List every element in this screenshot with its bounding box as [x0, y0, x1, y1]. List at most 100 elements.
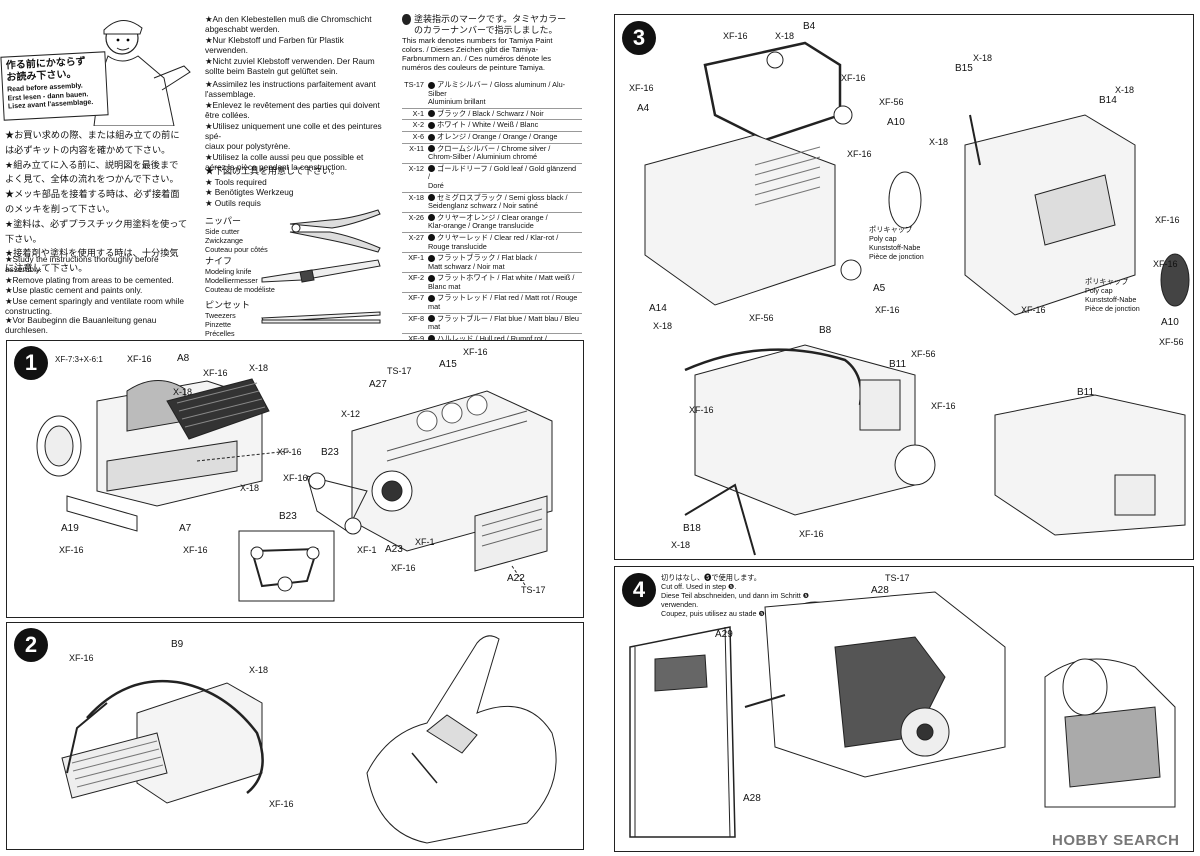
part-label: B11	[889, 359, 907, 370]
paint-label: X-18	[671, 540, 691, 550]
part-label: A28	[743, 793, 761, 804]
part-label: A29	[715, 629, 733, 640]
paint-code: XF-7	[402, 292, 426, 314]
paint-code: X-12	[402, 163, 426, 193]
paint-name-text: クロームシルバー / Chrome silver / Chrom-Silber …	[428, 143, 551, 162]
polycap-note: ポリキャップ Poly cap Kunststoff-Nabe Pièce de…	[869, 225, 924, 261]
paint-label: XF-16	[847, 149, 872, 159]
paint-code: XF-2	[402, 272, 426, 294]
paint-label: XF-16	[127, 354, 152, 364]
sign-en: Read before assembly. Erst lesen - dann …	[6, 82, 94, 111]
part-label: A15	[439, 359, 457, 370]
part-label: B9	[171, 639, 184, 650]
step-3-drawing	[644, 41, 1190, 556]
paint-mark-icon	[428, 110, 435, 118]
paint-label: TS-17	[387, 366, 412, 376]
paint-name: フラットブルー / Flat blue / Matt blau / Bleu m…	[426, 313, 582, 334]
paint-label: XF-1	[415, 537, 435, 547]
paint-label: TS-17	[885, 573, 910, 583]
step-number: 3	[622, 21, 656, 55]
step-2-drawing	[61, 635, 557, 844]
paint-label: XF-56	[749, 313, 774, 323]
paint-code: XF-8	[402, 313, 426, 334]
paint-code: TS-17	[402, 80, 426, 109]
paint-intro-en: This mark denotes numbers for Tamiya Pai…	[402, 36, 553, 72]
paint-label: XF-16	[931, 401, 956, 411]
paint-mark-icon	[428, 194, 435, 202]
paint-name-text: ホワイト / White / Weiß / Blanc	[437, 120, 539, 130]
paint-label: XF-16	[183, 545, 208, 555]
tool-jp: ニッパー	[205, 216, 242, 226]
paint-label: XF-16	[203, 368, 228, 378]
paint-name: ホワイト / White / Weiß / Blanc	[426, 119, 582, 132]
paint-label: X-18	[249, 665, 269, 675]
part-label: B8	[819, 325, 832, 336]
paint-label: XF-16	[1021, 305, 1046, 315]
step-number: 2	[14, 628, 48, 662]
paint-name-text: ブラック / Black / Schwarz / Noir	[437, 108, 544, 118]
paint-intro-jp: 塗装指示のマークです。タミヤカラー のカラーナンバーで指示しました。	[414, 14, 567, 35]
paint-label: XF-16	[69, 653, 94, 663]
intro-en: ★Study the instructions thoroughly befor…	[5, 254, 184, 317]
step-4-drawing	[629, 591, 1176, 838]
paint-name-text: クリヤーレッド / Clear red / Klar-rot / Rouge t…	[428, 232, 559, 251]
paint-label: XF-16	[277, 447, 302, 457]
paint-label: XF-16	[841, 73, 866, 83]
step-4-panel: 4 切りはなし、❺で使用します。 Cut off. Used in step ❺…	[614, 566, 1194, 852]
paint-code: XF-1	[402, 252, 426, 274]
paint-label: X-18	[249, 363, 269, 373]
intro-de-last: ★Vor Baubeginn die Bauanleitung genau du…	[5, 315, 157, 336]
part-label: A22	[507, 573, 525, 584]
paint-mark-icon	[428, 121, 435, 129]
paint-name-text: フラットブルー / Flat blue / Matt blau / Bleu m…	[428, 313, 579, 332]
paint-name: フラットブラック / Flat black / Matt schwarz / N…	[426, 252, 582, 274]
paint-name: セミグロスブラック / Semi gloss black / Seidengla…	[426, 192, 582, 213]
part-label: A23	[385, 544, 403, 555]
paint-mark-icon	[402, 14, 411, 25]
paint-name: ゴールドリーフ / Gold leaf / Gold glänzend / Do…	[426, 163, 582, 193]
mechanic-illustration	[4, 8, 194, 126]
paint-mark-icon	[428, 165, 435, 173]
part-label: A7	[179, 523, 192, 534]
step-1-drawing	[36, 378, 553, 602]
part-label: B4	[803, 21, 816, 32]
tool-tweezers: ピンセット Tweezers Pinzette Précelles	[205, 298, 395, 338]
part-label: A27	[369, 379, 387, 390]
intro-jp: ★お買い求めの際、または組み立ての前に は必ずキットの内容を確かめて下さい。 ★…	[5, 130, 188, 274]
paint-label: X-18	[173, 387, 193, 397]
tool-modeling-knife: ナイフ Modeling knife Modelliermesser Coute…	[205, 254, 395, 294]
part-label: B23	[279, 511, 297, 522]
part-label: A4	[637, 103, 650, 114]
tool-name: Tweezers Pinzette Précelles	[205, 311, 236, 338]
paint-label: XF-56	[1159, 337, 1184, 347]
paint-mark-icon	[428, 234, 435, 242]
paint-name: クリヤーオレンジ / Clear orange / Klar-orange / …	[426, 212, 582, 233]
paint-name-text: オレンジ / Orange / Orange / Orange	[437, 131, 558, 141]
paint-label: X-18	[1115, 85, 1135, 95]
paint-code: X-6	[402, 131, 426, 144]
paint-label: XF-16	[689, 405, 714, 415]
paint-label: XF-16	[59, 545, 84, 555]
tool-name: Side cutter Zwickzange Couteau pour côté…	[205, 227, 268, 254]
paint-label: XF-16	[269, 799, 294, 809]
step-3-panel: 3 B4 XF-16 X-18 XF-16	[614, 14, 1194, 560]
read-before-sign: 作る前にかならず お読み下さい。 Read before assembly. E…	[0, 51, 109, 121]
part-label: A10	[887, 117, 905, 128]
paint-mark-icon	[428, 274, 435, 282]
part-label: A28	[871, 585, 889, 596]
part-label: B14	[1099, 95, 1117, 106]
paint-label: X-18	[973, 53, 993, 63]
paint-label: XF-16	[283, 473, 308, 483]
paint-name: フラットホワイト / Flat white / Matt weiß / Blan…	[426, 272, 582, 294]
paint-mark-icon	[428, 145, 435, 153]
paint-code: X-2	[402, 119, 426, 132]
paint-label: XF-16	[463, 347, 488, 357]
paint-code: X-1	[402, 108, 426, 121]
paint-label: XF-16	[875, 305, 900, 315]
part-label: A14	[649, 303, 667, 314]
tool-jp: ピンセット	[205, 300, 251, 310]
